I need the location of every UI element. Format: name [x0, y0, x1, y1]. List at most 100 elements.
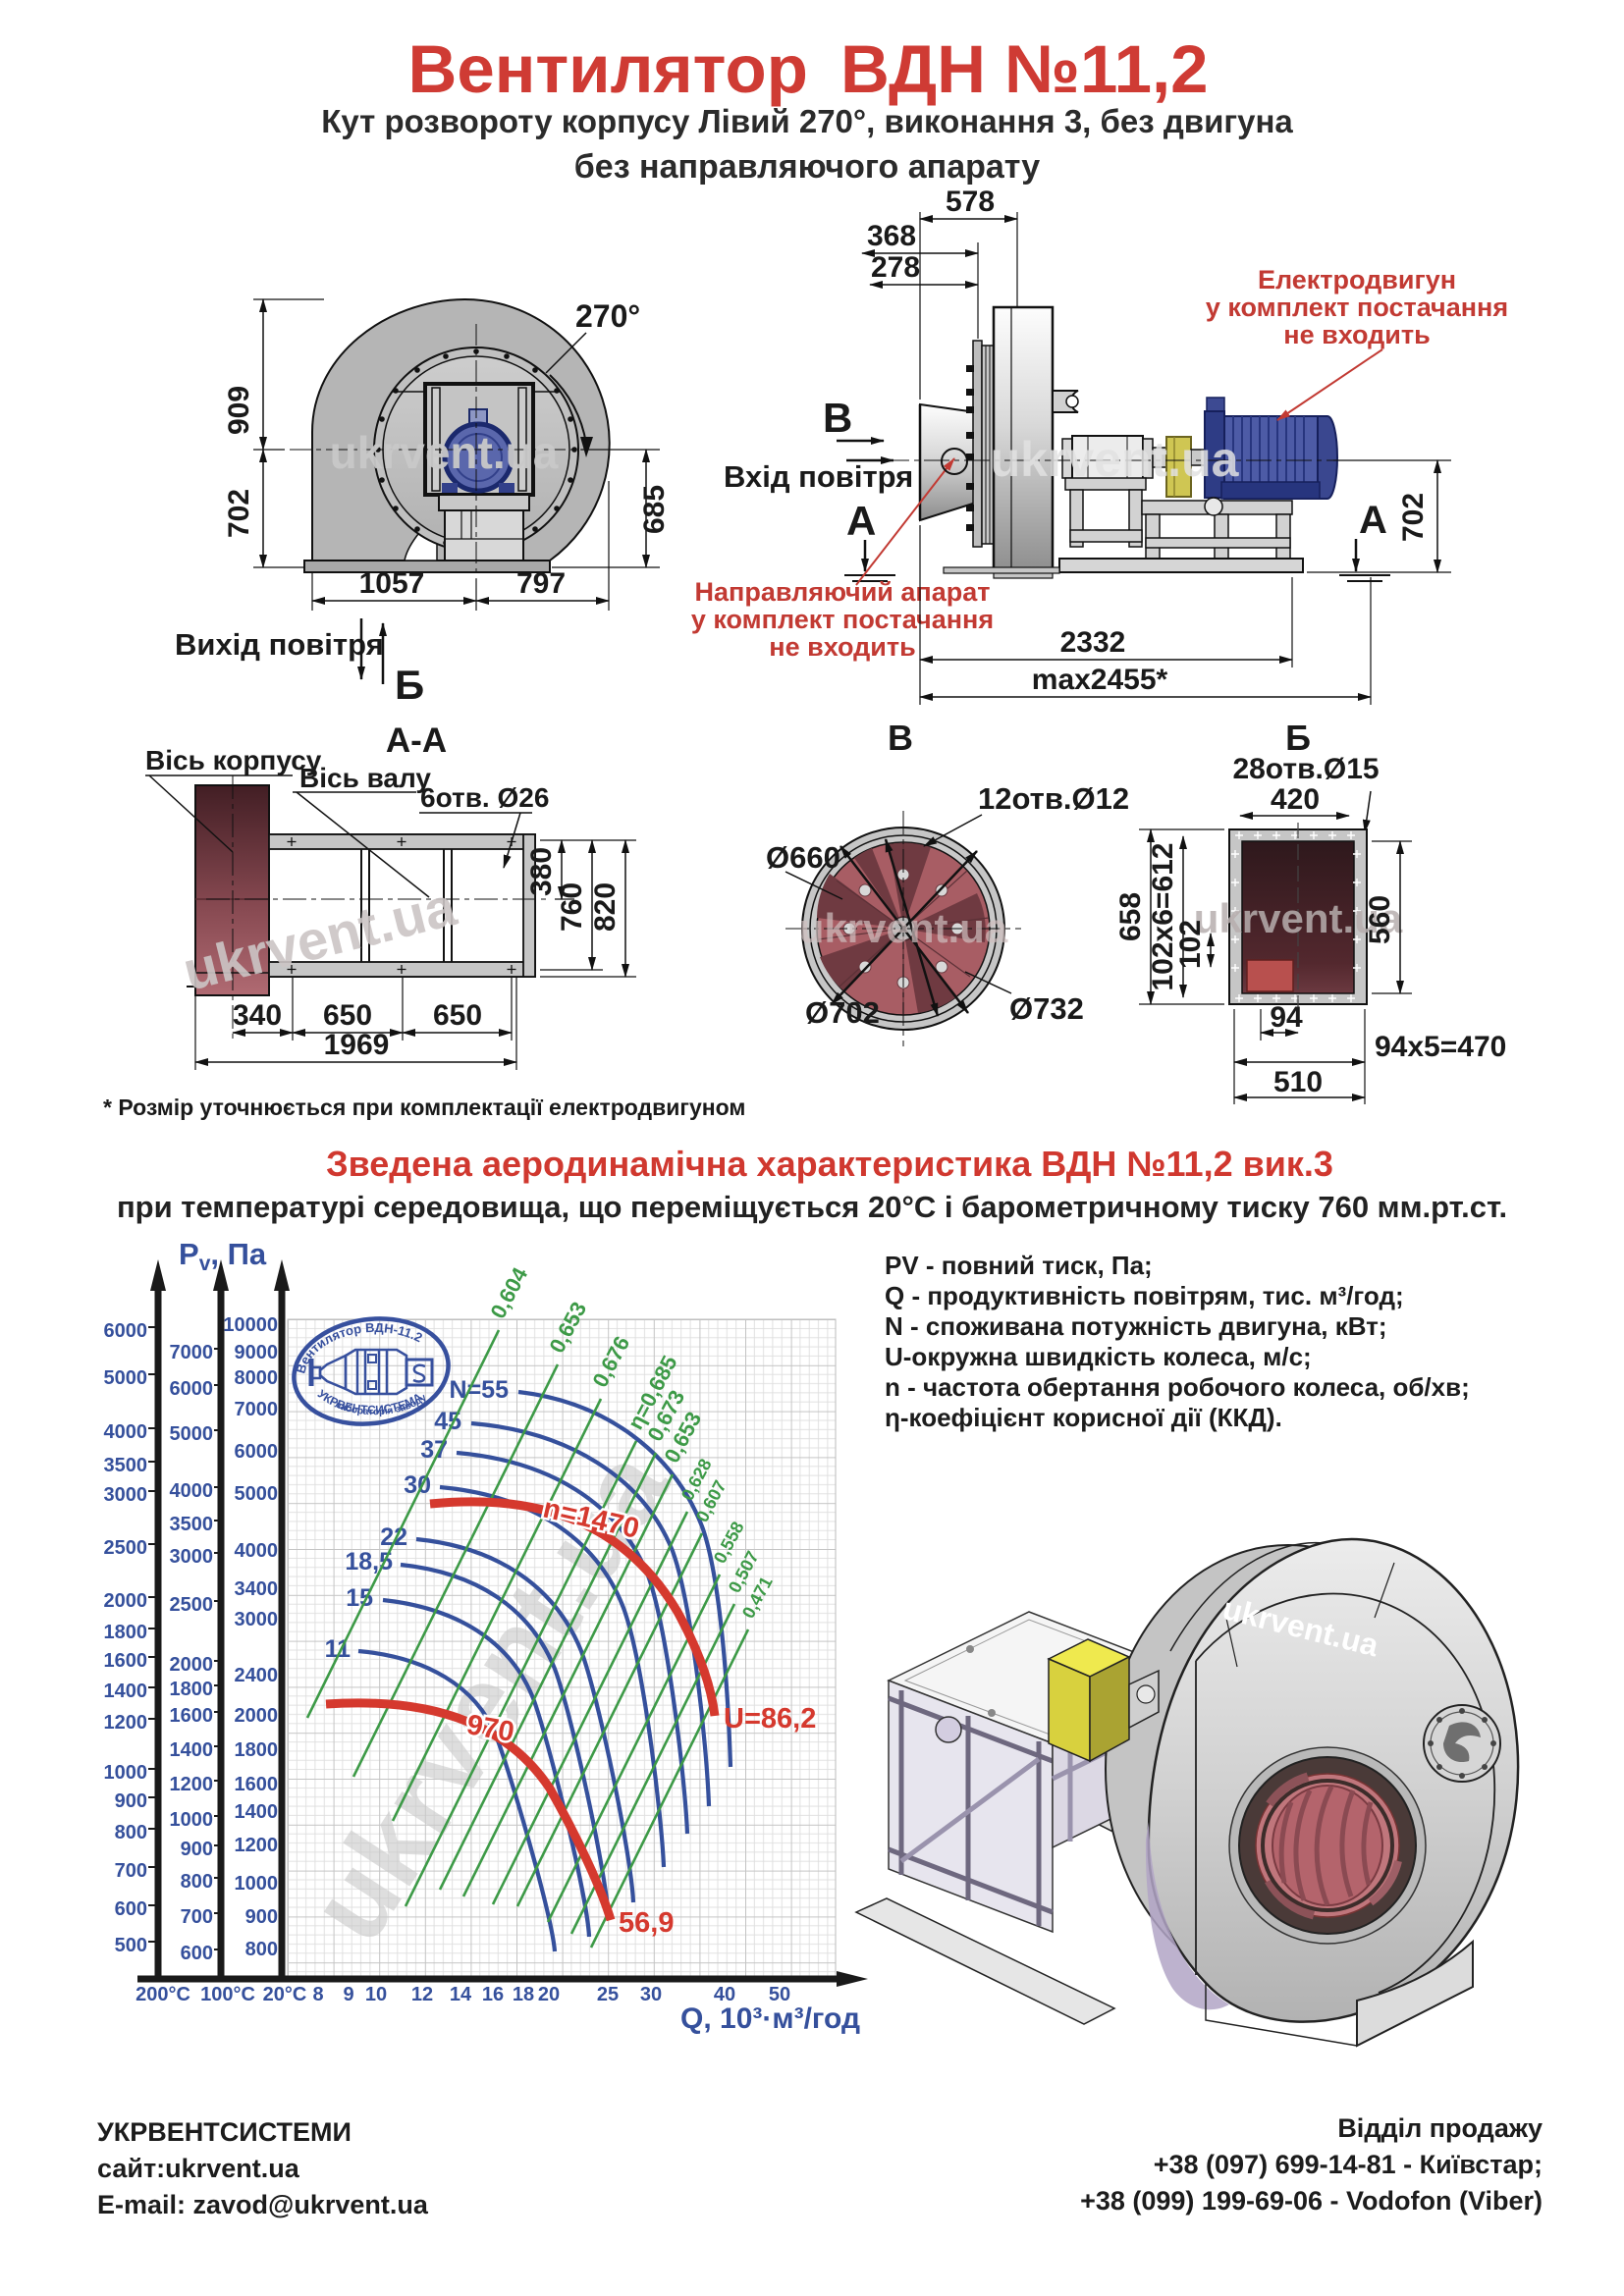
svg-text:8: 8: [312, 1984, 323, 2005]
svg-text:1600: 1600: [104, 1650, 148, 1672]
svg-text:100°C: 100°C: [200, 1984, 255, 2005]
svg-text:6000: 6000: [170, 1378, 214, 1400]
svg-text:600: 600: [181, 1943, 213, 1964]
svg-text:600: 600: [115, 1898, 147, 1920]
svg-text:Б: Б: [1285, 718, 1311, 758]
svg-text:2332: 2332: [1060, 626, 1126, 659]
svg-text:В: В: [888, 718, 913, 758]
svg-text:40: 40: [714, 1984, 735, 2005]
svg-text:702: 702: [1397, 493, 1430, 542]
svg-text:797: 797: [516, 567, 566, 600]
svg-text:3000: 3000: [235, 1609, 279, 1630]
svg-text:16: 16: [482, 1984, 504, 2005]
svg-text:2400: 2400: [235, 1665, 279, 1686]
svg-text:7000: 7000: [235, 1399, 279, 1420]
svg-text:6отв. Ø26: 6отв. Ø26: [420, 782, 549, 813]
svg-text:1800: 1800: [235, 1739, 279, 1761]
svg-text:E-mail: zavod@ukrvent.ua: E-mail: zavod@ukrvent.ua: [97, 2190, 429, 2219]
svg-text:278: 278: [871, 251, 920, 284]
svg-text:1000: 1000: [104, 1762, 148, 1784]
svg-text:8000: 8000: [235, 1367, 279, 1389]
svg-text:Електродвигун: Електродвигун: [1258, 265, 1456, 294]
svg-text:Pv, Па: Pv, Па: [179, 1237, 267, 1275]
svg-text:12отв.Ø12: 12отв.Ø12: [978, 781, 1129, 816]
svg-text:у комплект постачання: у комплект постачання: [1206, 293, 1508, 322]
svg-text:2500: 2500: [170, 1594, 214, 1616]
svg-text:20°C: 20°C: [263, 1984, 307, 2005]
svg-text:6000: 6000: [235, 1441, 279, 1463]
svg-text:578: 578: [946, 186, 995, 218]
svg-text:1600: 1600: [235, 1774, 279, 1795]
svg-text:700: 700: [181, 1906, 213, 1928]
svg-text:n - частота обертання робочого: n - частота обертання робочого колеса, о…: [885, 1372, 1470, 1402]
svg-text:ukrvent.ua: ukrvent.ua: [330, 427, 559, 478]
svg-text:700: 700: [115, 1860, 147, 1882]
svg-text:* Розмір уточнюється при компл: * Розмір уточнюється при комплектації ел…: [103, 1095, 745, 1120]
svg-text:1400: 1400: [170, 1739, 214, 1761]
svg-text:у комплект постачання: у комплект постачання: [691, 605, 994, 634]
svg-text:1200: 1200: [235, 1835, 279, 1856]
svg-text:500: 500: [115, 1935, 147, 1956]
svg-text:2000: 2000: [104, 1590, 148, 1612]
svg-text:Вихід повітря: Вихід повітря: [175, 627, 384, 662]
svg-text:А-А: А-А: [386, 721, 447, 760]
svg-text:3500: 3500: [104, 1455, 148, 1476]
svg-text:1057: 1057: [359, 567, 425, 600]
svg-text:94x5=470: 94x5=470: [1375, 1031, 1506, 1063]
svg-text:0,604: 0,604: [485, 1262, 532, 1322]
svg-text:30: 30: [640, 1984, 662, 2005]
svg-text:270°: 270°: [575, 298, 640, 334]
svg-text:560: 560: [1364, 895, 1396, 944]
svg-text:3400: 3400: [235, 1578, 279, 1600]
svg-text:PV - повний тиск, Па;: PV - повний тиск, Па;: [885, 1251, 1153, 1280]
svg-text:А: А: [1359, 499, 1387, 542]
svg-text:50: 50: [769, 1984, 790, 2005]
svg-text:N - споживана потужність двигу: N - споживана потужність двигуна, кВт;: [885, 1311, 1387, 1341]
svg-text:ukrvent.ua: ukrvent.ua: [799, 905, 1008, 951]
svg-text:9000: 9000: [235, 1342, 279, 1363]
svg-text:12: 12: [411, 1984, 433, 2005]
svg-text:4000: 4000: [170, 1480, 214, 1502]
svg-text:702: 702: [223, 489, 255, 538]
svg-text:3500: 3500: [170, 1514, 214, 1535]
svg-text:909: 909: [223, 386, 255, 435]
svg-text:1000: 1000: [235, 1873, 279, 1895]
svg-text:не входить: не входить: [769, 632, 915, 662]
svg-text:380: 380: [525, 847, 558, 896]
svg-text:3000: 3000: [170, 1546, 214, 1568]
svg-text:+38 (097) 699-14-81 - Київстар: +38 (097) 699-14-81 - Київстар;: [1154, 2150, 1543, 2179]
svg-text:14: 14: [450, 1984, 472, 2005]
svg-text:1200: 1200: [170, 1774, 214, 1795]
svg-text:1800: 1800: [104, 1622, 148, 1643]
svg-text:28отв.Ø15: 28отв.Ø15: [1232, 753, 1379, 785]
svg-text:max2455*: max2455*: [1032, 664, 1168, 696]
svg-text:Направляючий апарат: Направляючий апарат: [695, 577, 991, 607]
svg-text:800: 800: [245, 1939, 278, 1960]
svg-text:22: 22: [380, 1523, 407, 1551]
svg-text:Вхід повітря: Вхід повітря: [724, 459, 913, 494]
svg-text:102x6=612: 102x6=612: [1147, 843, 1179, 991]
svg-text:20: 20: [538, 1984, 560, 2005]
svg-text:94: 94: [1270, 1001, 1303, 1034]
svg-text:5000: 5000: [104, 1367, 148, 1389]
svg-text:15: 15: [346, 1584, 373, 1612]
svg-text:1400: 1400: [235, 1801, 279, 1823]
svg-text:800: 800: [181, 1871, 213, 1893]
svg-text:900: 900: [245, 1906, 278, 1928]
svg-text:1800: 1800: [170, 1679, 214, 1700]
svg-text:+38 (099) 199-69-06 - Vodofon: +38 (099) 199-69-06 - Vodofon (Viber): [1080, 2186, 1543, 2216]
svg-text:1969: 1969: [324, 1029, 390, 1061]
svg-text:U=86,2: U=86,2: [724, 1703, 816, 1735]
svg-text:УКРВЕНТСИСТЕМИ: УКРВЕНТСИСТЕМИ: [97, 2117, 352, 2147]
svg-text:Ø702: Ø702: [805, 995, 880, 1030]
svg-text:1600: 1600: [170, 1705, 214, 1727]
svg-text:25: 25: [597, 1984, 619, 2005]
svg-text:В: В: [823, 395, 852, 441]
svg-text:760: 760: [556, 882, 588, 932]
svg-text:Вісь корпусу: Вісь корпусу: [145, 745, 322, 775]
svg-text:820: 820: [589, 882, 622, 932]
svg-text:2500: 2500: [104, 1537, 148, 1559]
svg-text:U-окружна швидкість колеса, м/: U-окружна швидкість колеса, м/с;: [885, 1342, 1312, 1371]
svg-text:ukrvent.ua: ukrvent.ua: [1194, 895, 1403, 941]
svg-text:при температурі середовища, що: при температурі середовища, що переміщує…: [117, 1190, 1507, 1224]
